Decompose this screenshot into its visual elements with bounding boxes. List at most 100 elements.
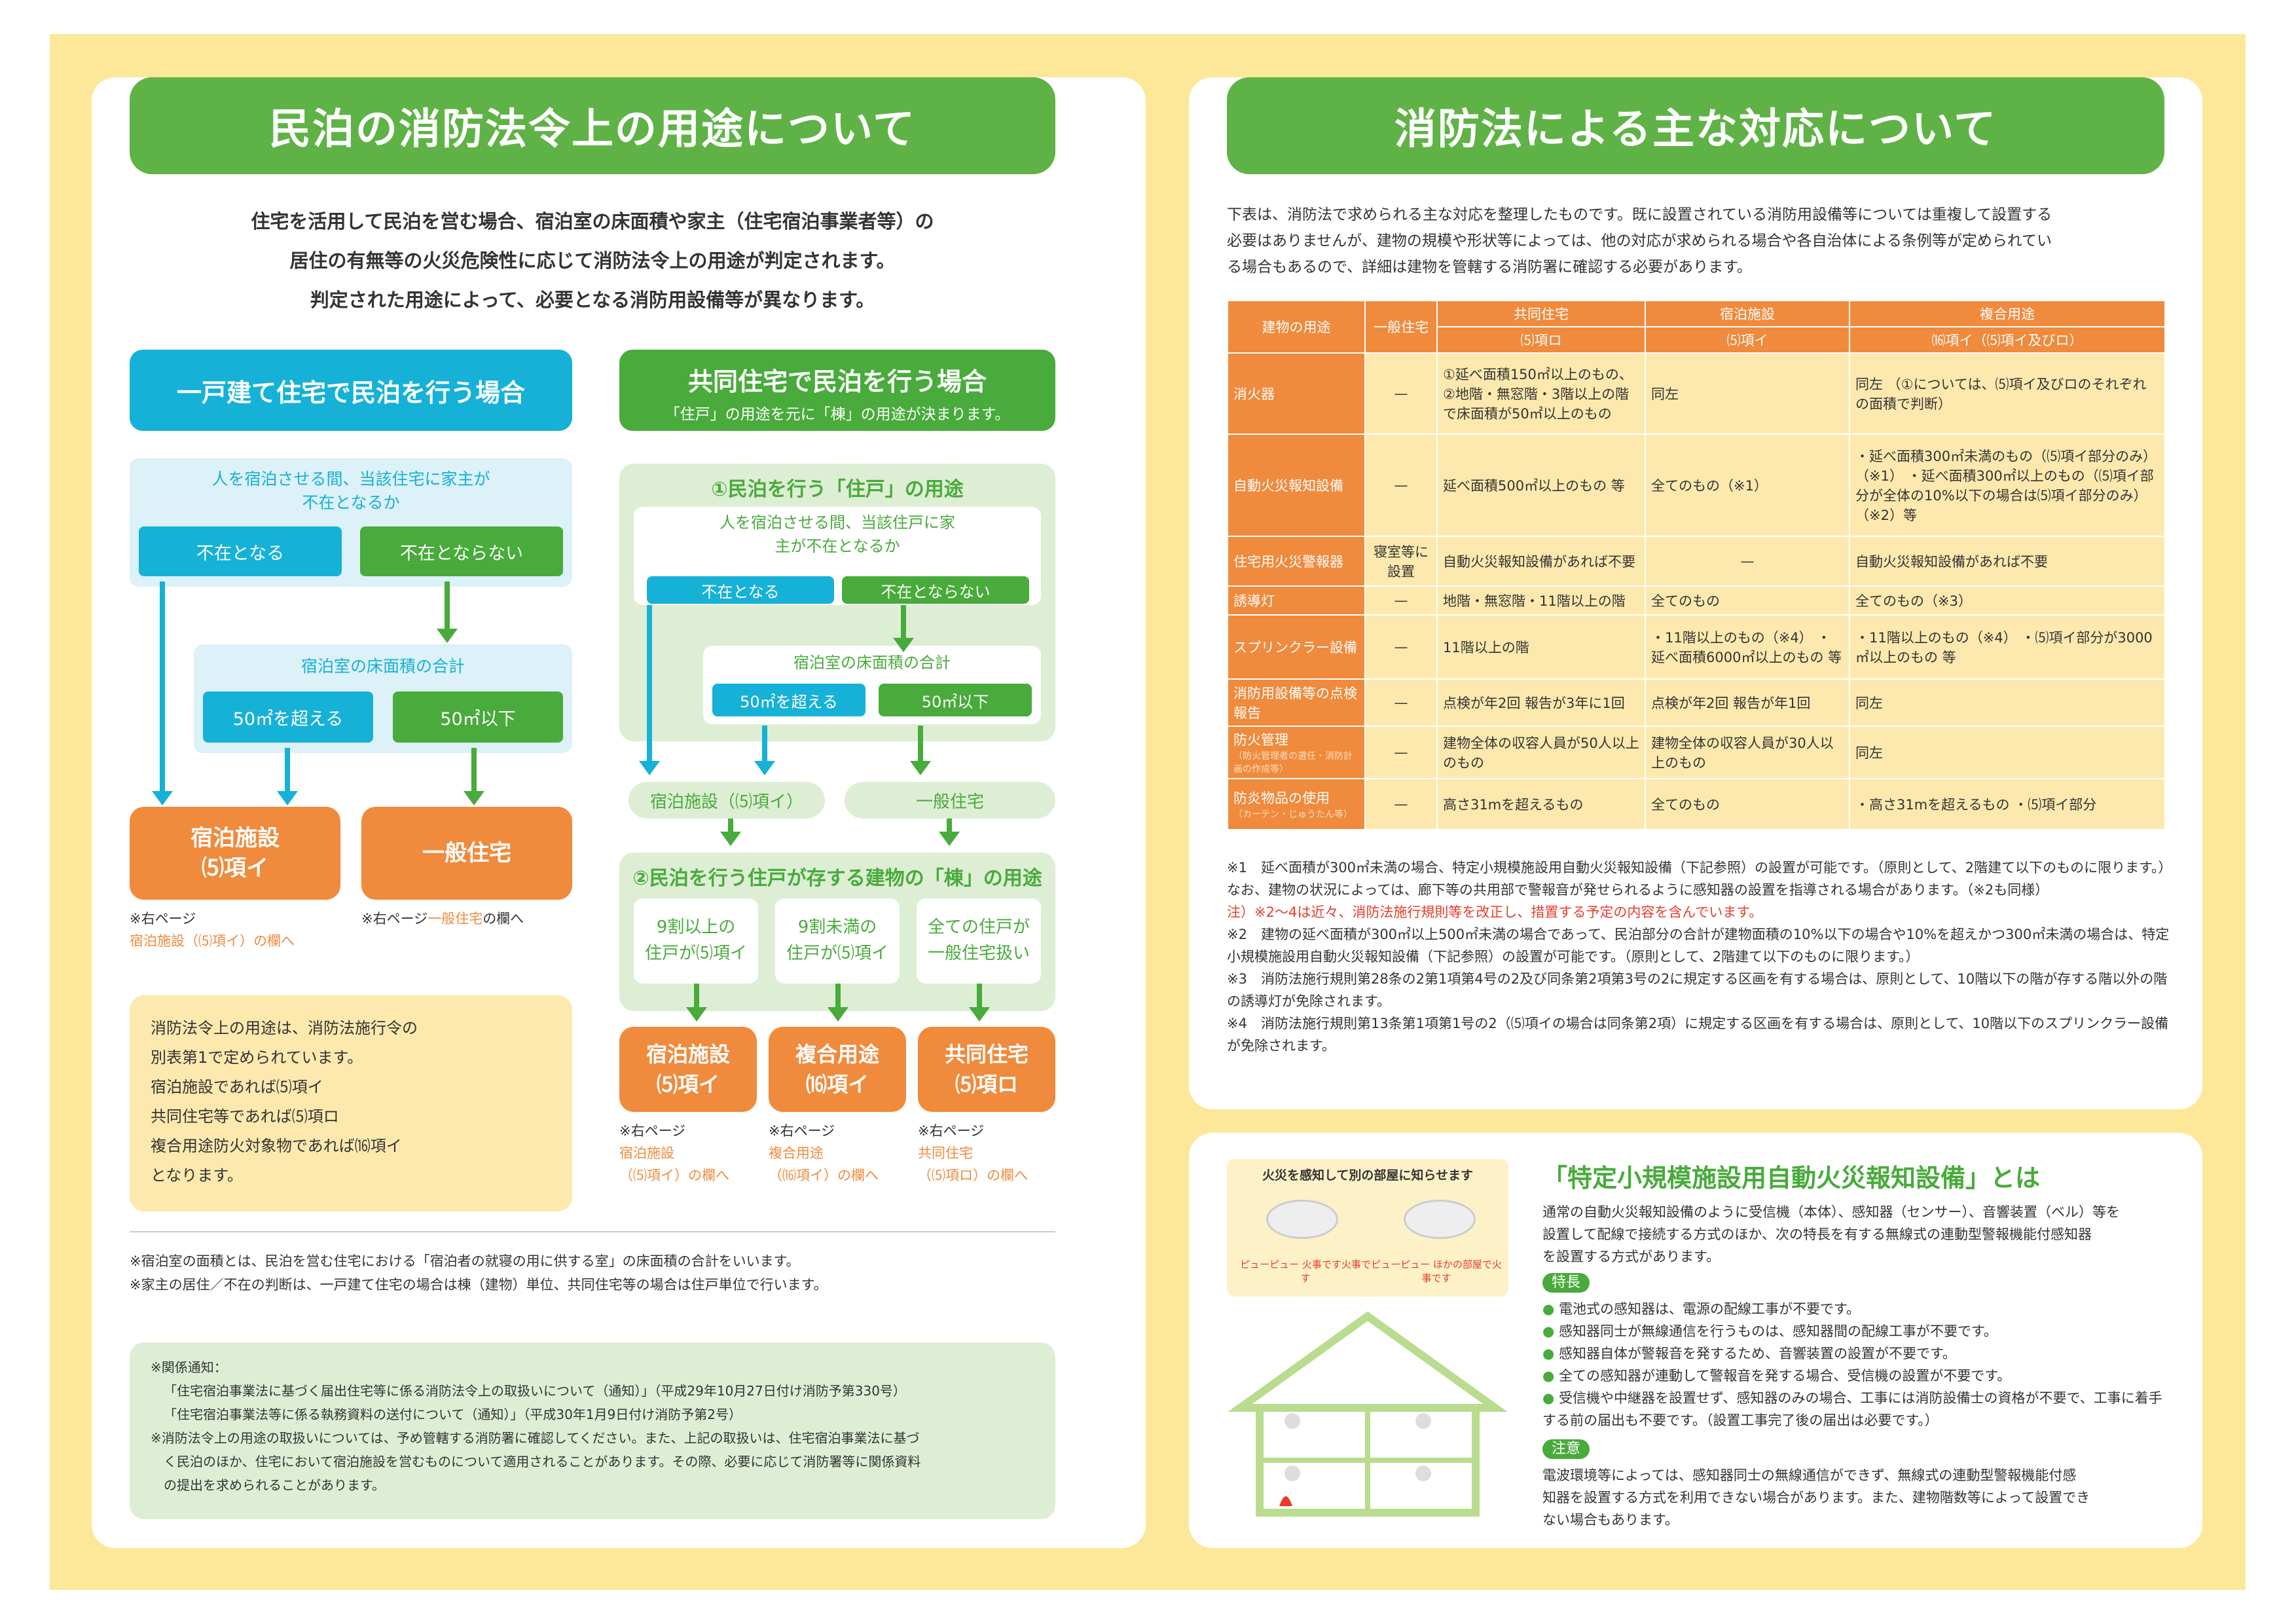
note-line: ※右ページ <box>918 1123 985 1139</box>
row-header: 自動火災報知設備 <box>1227 434 1366 537</box>
cell: 11階以上の階 <box>1436 614 1646 680</box>
feature-item: ● 受信機や中継器を設置せず、感知器のみの場合、工事には消防設備士の資格が不要で… <box>1542 1390 2162 1428</box>
cell: 同左 <box>1849 678 2166 727</box>
arrow <box>910 726 931 775</box>
left-footnotes: ※宿泊室の面積とは、民泊を営む住宅における「宿泊者の就寝の用に供する室」の床面積… <box>130 1249 828 1297</box>
cell: 地階・無窓階・11階以上の階 <box>1436 585 1646 616</box>
apartment-case-3: 全ての住戸が 一般住宅扱い <box>917 898 1041 984</box>
note-line: 別表第1で定められています。 <box>151 1048 363 1067</box>
row-header: スプリンクラー設備 <box>1227 614 1366 680</box>
use-definition-note: 消防法令上の用途は、消防法施行令の 別表第1で定められています。 宿泊施設であれ… <box>130 995 572 1211</box>
cell: — <box>1645 536 1850 587</box>
beep-2: ピューピュー ほかの部屋で火事です <box>1371 1259 1502 1284</box>
illustration-top: 火災を感知して別の部屋に知らせます ピューピュー 火事です火事です ピューピュー… <box>1227 1159 1508 1297</box>
note-line: 消防法令上の用途は、消防法施行令の <box>151 1019 418 1037</box>
detached-header: 一戸建て住宅で民泊を行う場合 <box>130 350 572 431</box>
detached-no: 不在とならない <box>360 526 563 576</box>
beep-1: ピューピュー 火事です火事です <box>1240 1259 1371 1284</box>
table-note: ※1 延べ面積が300㎡未満の場合、特定小規模施設用自動火災報知設備（下記参照）… <box>1227 860 2166 898</box>
note-line: （⑸項イ）の欄へ <box>619 1168 729 1183</box>
footnote: ※宿泊室の面積とは、民泊を営む住宅における「宿泊者の就寝の用に供する室」の床面積… <box>130 1253 800 1269</box>
illus-caption: 火災を感知して別の部屋に知らせます <box>1262 1168 1474 1183</box>
left-intro: 住宅を活用して民泊を営む場合、宿泊室の床面積や家主（住宅宿泊事業者等）の 居住の… <box>130 202 1055 320</box>
cell: 建物全体の収容人員が50人以上のもの <box>1436 726 1646 779</box>
result-line: ⒃項イ <box>805 1072 869 1097</box>
notice-line: 「住宅宿泊事業法等に係る執務資料の送付について（通知）」（平成30年1月9日付け… <box>164 1407 742 1422</box>
row-header-sub: （カーテン・じゅうたん等） <box>1233 809 1353 820</box>
apartment-case-1: 9割以上の 住戸が⑸項イ <box>634 898 758 984</box>
notice-line: ※消防法令上の用途の取扱いについては、予め管轄する消防署に確認してください。また… <box>151 1430 920 1446</box>
cell: 点検が年2回 報告が3年に1回 <box>1436 678 1646 727</box>
th-apartment: 共同住宅 <box>1436 300 1646 327</box>
apartment-q2-box: 宿泊室の床面積の合計 50㎡を超える 50㎡以下 <box>703 646 1041 724</box>
cell: 延べ面積500㎡以上のもの 等 <box>1436 434 1646 537</box>
th-house: 一般住宅 <box>1364 300 1438 354</box>
notice-line: く民泊のほか、住宅において宿泊施設を営むものについて適用されることがあります。そ… <box>164 1454 921 1469</box>
th-mixed: 複合用途 <box>1849 300 2166 327</box>
cell: 点検が年2回 報告が年1回 <box>1645 678 1850 727</box>
cell: 自動火災報知設備があれば不要 <box>1436 536 1646 587</box>
arrow <box>754 726 775 775</box>
note-text: の欄へ <box>483 911 524 927</box>
detached-note-1: ※右ページ 宿泊施設（⑸項イ）の欄へ <box>130 908 295 952</box>
arrow <box>686 984 707 1022</box>
apartment-note-1: ※右ページ 宿泊施設 （⑸項イ）の欄へ <box>619 1120 729 1187</box>
note-line: （⑸項ロ）の欄へ <box>918 1168 1028 1183</box>
arrow <box>464 748 484 805</box>
apartment-over: 50㎡を超える <box>712 684 866 716</box>
apartment-step2: ②民泊を行う住戸が存する建物の「棟」の用途 9割以上の 住戸が⑸項イ 9割未満の… <box>619 853 1055 1011</box>
intro-line: 住宅を活用して民泊を営む場合、宿泊室の床面積や家主（住宅宿泊事業者等）の <box>251 210 934 232</box>
cell: 全てのもの <box>1645 778 1850 830</box>
cell: 自動火災報知設備があれば不要 <box>1849 536 2166 587</box>
note-line: 宿泊施設 <box>619 1145 674 1161</box>
table-note: ※4 消防法施行規則第13条第1項第1号の2（⑸項イの場合は同条第2項）に規定す… <box>1227 1016 2169 1054</box>
apartment-note-3: ※右ページ 共同住宅 （⑸項ロ）の欄へ <box>918 1120 1028 1187</box>
notice-line: 「住宅宿泊事業法に基づく届出住宅等に係る消防法令上の取扱いについて（通知）」（平… <box>164 1383 906 1399</box>
footnote: ※家主の居住／不在の判断は、一戸建て住宅の場合は棟（建物）単位、共同住宅等の場合… <box>130 1277 828 1293</box>
arrow <box>639 605 660 775</box>
device-desc: 通常の自動火災報知設備のように受信機（本体）、感知器（センサー）、音響装置（ベル… <box>1542 1201 2158 1268</box>
note-line: 宿泊施設であれば⑸項イ <box>151 1078 323 1096</box>
feature-item: ● 感知器自体が警報音を発するため、音響装置の設置が不要です。 <box>1542 1346 1956 1361</box>
arrow <box>277 748 298 805</box>
right-intro: 下表は、消防法で求められる主な対応を整理したものです。既に設置されている消防用設… <box>1227 202 2164 280</box>
arrow <box>828 984 848 1022</box>
intro-line: 下表は、消防法で求められる主な対応を整理したものです。既に設置されている消防用設… <box>1227 206 2052 223</box>
cell: ①延べ面積150㎡以上のもの、②地階・無窓階・3階以上の階で床面積が50㎡以上の… <box>1436 352 1646 435</box>
detached-q2: 宿泊室の床面積の合計 <box>301 657 465 676</box>
cell: — <box>1364 585 1438 616</box>
table-note: ※2 建物の延べ面積が300㎡以上500㎡未満の場合であって、民泊部分の合計が建… <box>1227 927 2170 965</box>
right-title: 消防法による主な対応について <box>1227 77 2164 174</box>
case-line: 全ての住戸が <box>927 917 1030 937</box>
cell: — <box>1364 614 1438 680</box>
arrow <box>939 819 960 846</box>
note-line: 複合用途 <box>769 1145 824 1161</box>
row-header: 住宅用火災警報器 <box>1227 536 1366 587</box>
cell: ・11階以上のもの（※4） ・延べ面積6000㎡以上のもの 等 <box>1645 614 1850 680</box>
cell: 同左 <box>1849 726 2166 779</box>
left-panel: 民泊の消防法令上の用途について 住宅を活用して民泊を営む場合、宿泊室の床面積や家… <box>92 77 1146 1548</box>
note-line: 複合用途防火対象物であれば⒃項イ <box>151 1137 402 1155</box>
detached-q1: 人を宿泊させる間、当該住宅に家主が不在となるか <box>211 470 490 512</box>
left-title: 民泊の消防法令上の用途について <box>130 77 1055 174</box>
note-line: （⒃項イ）の欄へ <box>769 1168 879 1183</box>
note-line: 宿泊施設（⑸項イ）の欄へ <box>130 933 295 949</box>
house-illustration-icon <box>1228 1311 1508 1517</box>
cell: — <box>1364 434 1438 537</box>
table-note: ※3 消防法施行規則第28条の2第1項第4号の2及び同条第2項第3号の2に規定す… <box>1227 971 2168 1009</box>
device-title: 「特定小規模施設用自動火災報知設備」とは <box>1542 1164 2041 1192</box>
feature-item: ● 感知器同士が無線通信を行うものは、感知器間の配線工事が不要です。 <box>1542 1323 1997 1339</box>
row-header: 防火管理 （防火管理者の選任・消防計画の作成等） <box>1227 726 1366 779</box>
detached-note-2: ※右ページ一般住宅の欄へ <box>361 908 524 930</box>
result-line: 複合用途 <box>795 1042 879 1067</box>
related-notices: ※関係通知： 「住宅宿泊事業法に基づく届出住宅等に係る消防法令上の取扱いについて… <box>130 1342 1055 1519</box>
case-line: 9割以上の <box>656 917 736 937</box>
cell: 同左 （①については、⑸項イ及びロのそれぞれの面積で判断） <box>1849 352 2166 435</box>
apartment-header-box: 共同住宅で民泊を行う場合 「住戸」の用途を元に「棟」の用途が決まります。 <box>619 350 1055 431</box>
note-text: 一般住宅 <box>428 911 483 927</box>
note-line: となります。 <box>151 1166 243 1185</box>
cell: 寝室等に設置 <box>1364 536 1438 587</box>
right-panel: 消防法による主な対応について 下表は、消防法で求められる主な対応を整理したもので… <box>1189 77 2202 1109</box>
result-line: ⑸項ロ <box>955 1072 1018 1097</box>
cell: — <box>1364 352 1438 435</box>
